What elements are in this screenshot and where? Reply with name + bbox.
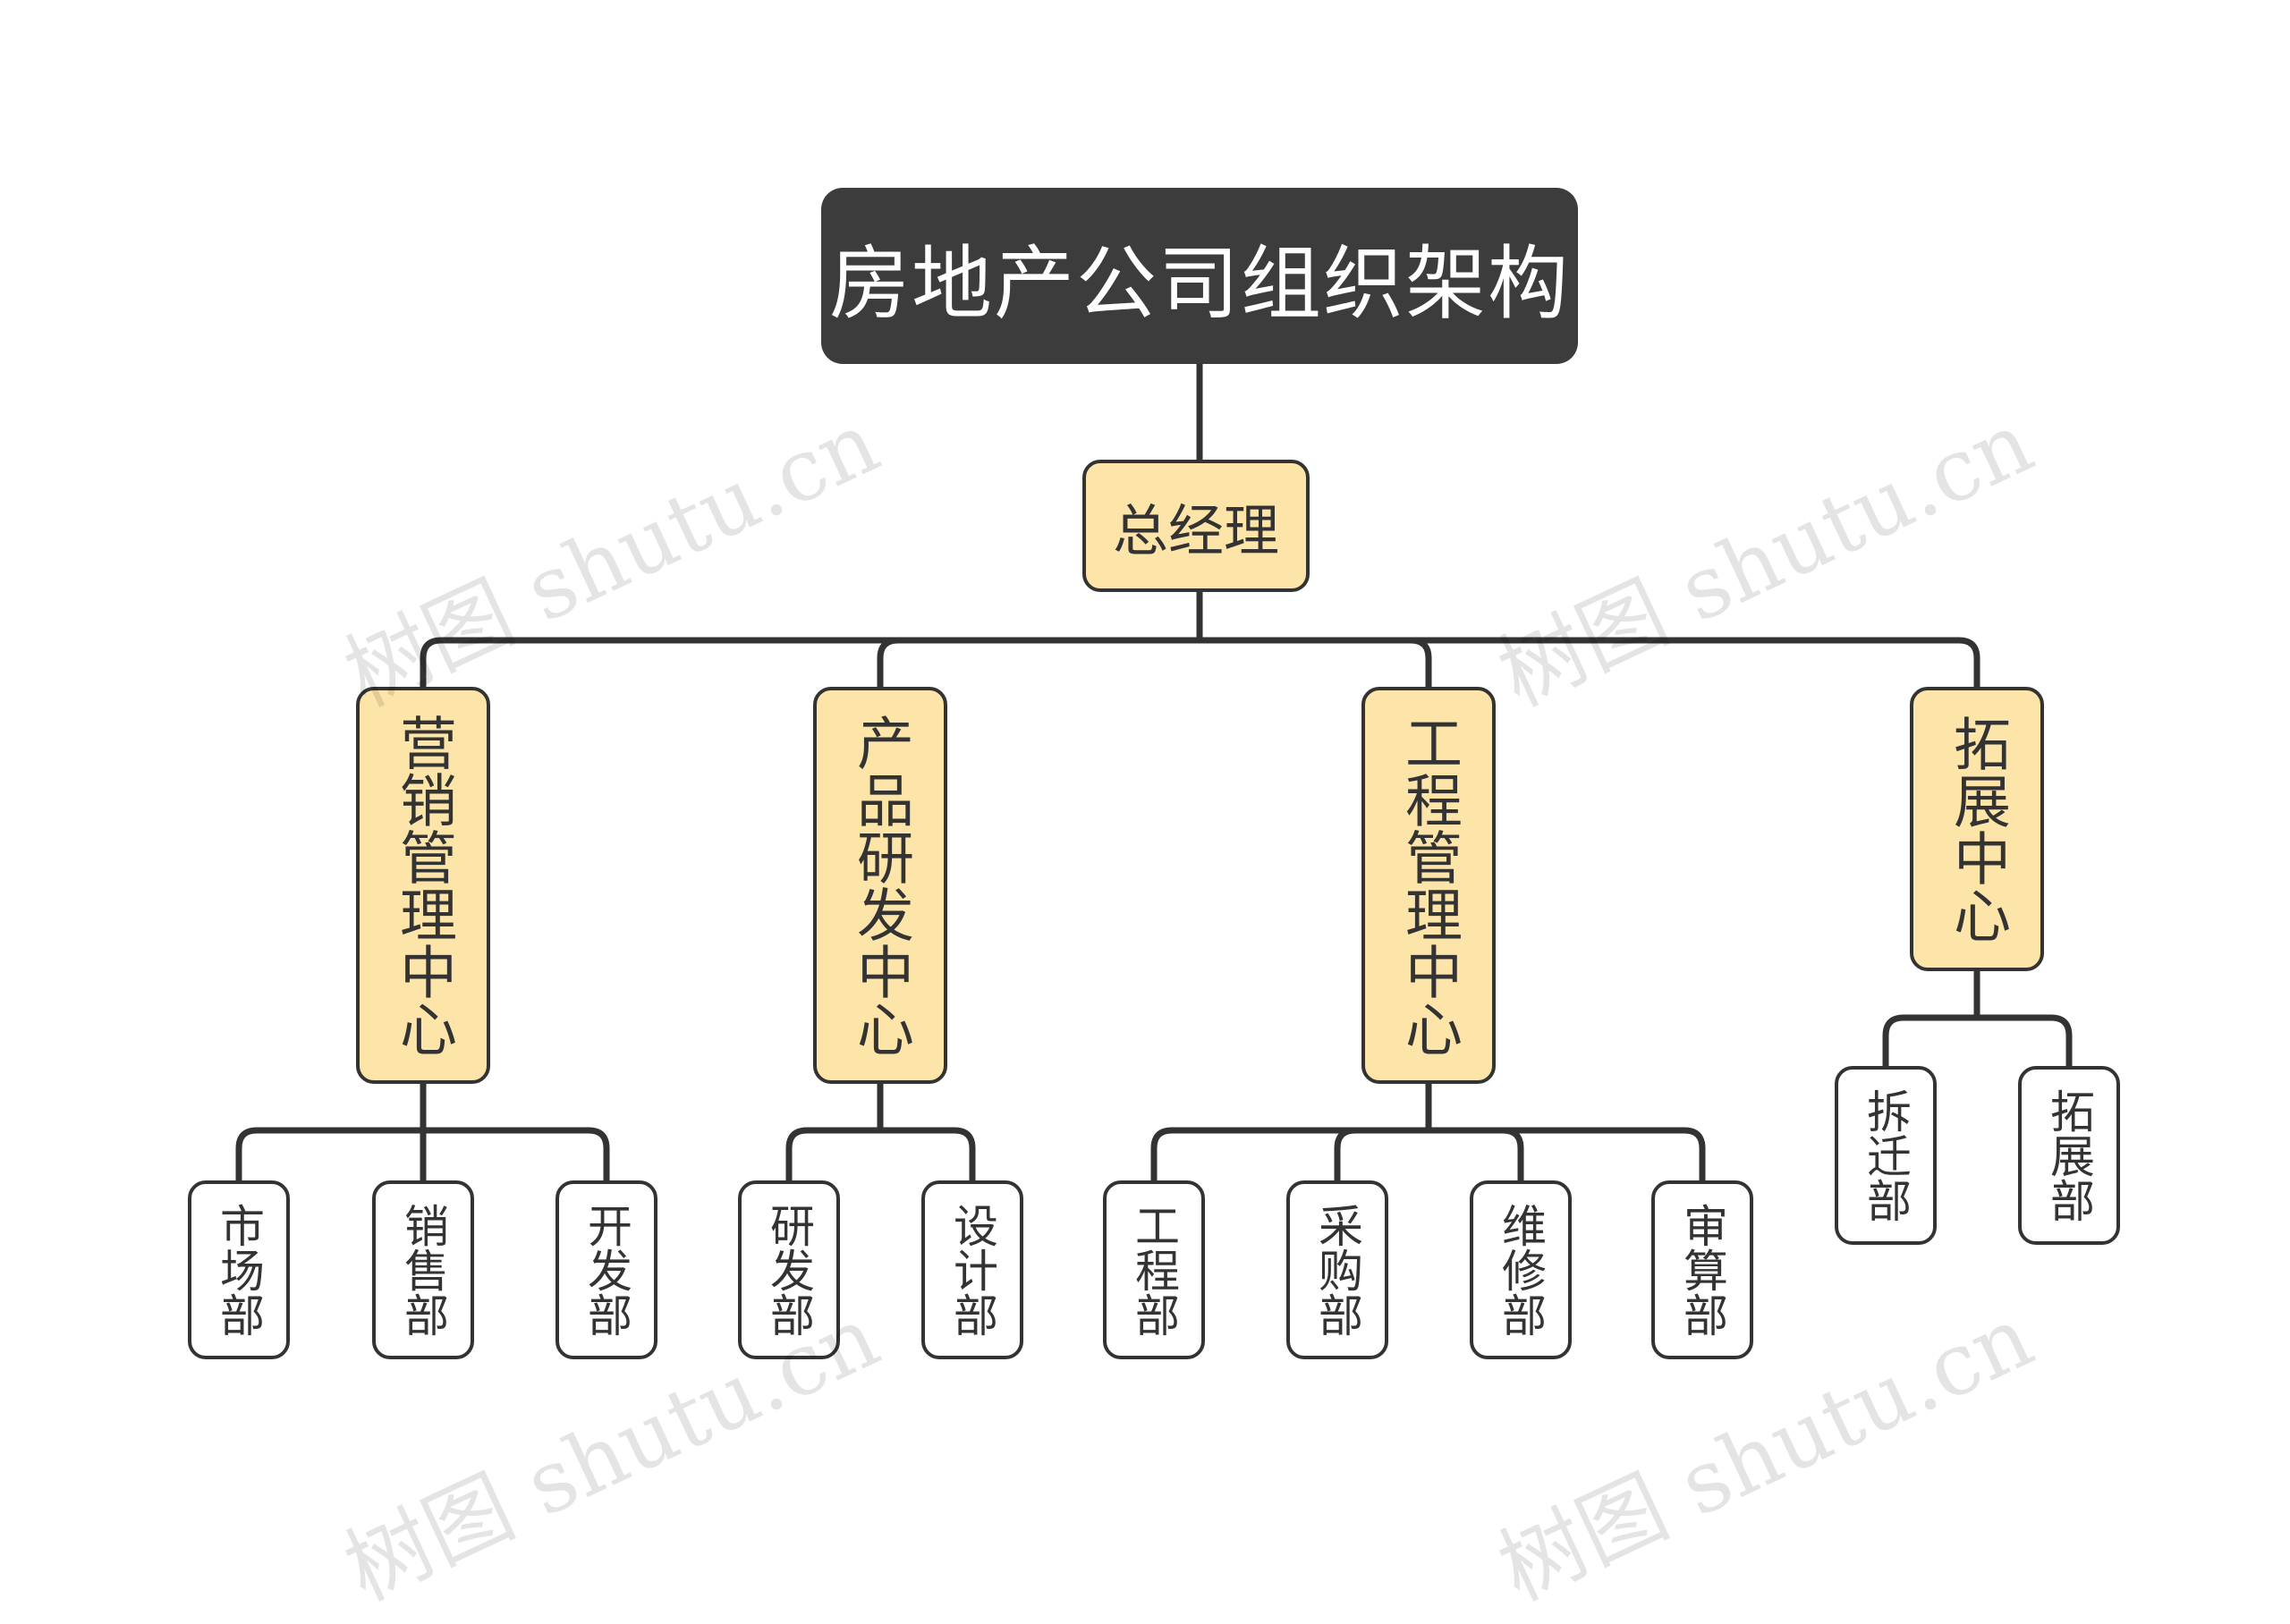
dept-node[interactable]: 维修部 [1470,1180,1572,1359]
link-gm-center-2 [877,637,902,690]
dept-node[interactable]: 拓展部 [2018,1066,2120,1245]
center-label: 营销管理中心 [390,714,456,1057]
org-chart: 房地产公司组织架构 总经理 营销管理中心 产品研发中心 工程管理中心 拓展中心 … [188,188,2120,1620]
dept-node[interactable]: 审算部 [1651,1180,1753,1359]
dept-label: 研发部 [763,1203,815,1337]
center-node-expansion[interactable]: 拓展中心 [1910,687,2044,971]
root-node[interactable]: 房地产公司组织架构 [821,188,1578,364]
center-node-engineering[interactable]: 工程管理中心 [1361,687,1496,1084]
general-manager-label: 总经理 [1112,498,1279,563]
link-center3-mid-a [1334,1127,1359,1184]
dept-node[interactable]: 销售部 [372,1180,474,1359]
center-label: 产品研发中心 [847,714,913,1057]
dept-node[interactable]: 工程部 [1103,1180,1205,1359]
center-label: 拓展中心 [1944,715,2010,943]
dept-node[interactable]: 采购部 [1286,1180,1388,1359]
dept-label: 开发部 [581,1203,632,1337]
dept-node[interactable]: 拆迁部 [1835,1066,1937,1245]
dept-node[interactable]: 市场部 [188,1180,290,1359]
dept-label: 拆迁部 [1860,1088,1912,1222]
dept-label: 市场部 [213,1203,265,1337]
dept-node[interactable]: 开发部 [556,1180,657,1359]
link-gm-centers [420,637,1980,690]
dept-label: 审算部 [1676,1203,1728,1337]
link-center4-bus [1882,1014,2073,1070]
dept-label: 拓展部 [2043,1088,2095,1222]
dept-node[interactable]: 研发部 [738,1180,840,1359]
center-node-marketing[interactable]: 营销管理中心 [356,687,490,1084]
center-node-product[interactable]: 产品研发中心 [813,687,947,1084]
connector-lines [235,360,2073,1184]
dept-node[interactable]: 设计部 [921,1180,1023,1359]
dept-label: 工程部 [1128,1203,1180,1337]
link-center3-bus [1150,1127,1706,1184]
center-label: 工程管理中心 [1395,714,1462,1057]
link-center3-mid-b [1499,1127,1524,1184]
dept-label: 采购部 [1311,1203,1363,1337]
link-gm-center-3 [1407,637,1432,690]
dept-label: 维修部 [1495,1203,1547,1337]
general-manager-node[interactable]: 总经理 [1082,460,1310,592]
link-center2-bus [785,1127,976,1184]
dept-label: 设计部 [946,1203,998,1337]
dept-label: 销售部 [397,1203,449,1337]
root-title: 房地产公司组织架构 [829,236,1570,331]
